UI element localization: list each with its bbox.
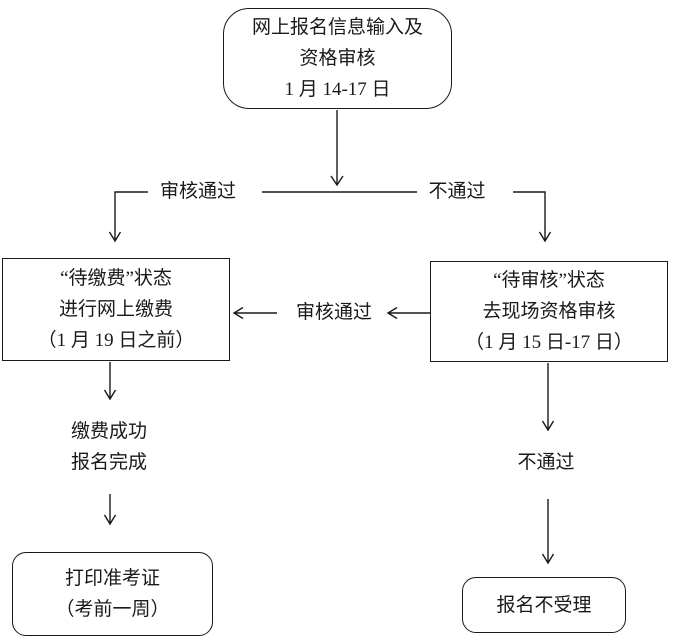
node-line: 资格审核 — [299, 48, 376, 69]
node-line: “待缴费”状态 — [60, 268, 172, 289]
edge-label-review-passed-left: 审核通过 — [159, 181, 236, 202]
node-line: “待审核”状态 — [493, 270, 605, 291]
arrow-mid-into-pay — [232, 306, 277, 320]
arrow-branch-to-review — [513, 191, 552, 243]
arrow-pay-down-2 — [103, 494, 117, 526]
node-line: 打印准考证 — [64, 568, 160, 589]
edge-label-review-passed-mid: 审核通过 — [295, 302, 372, 323]
node-pending-review: “待审核”状态 去现场资格审核 （1 月 15 日-17 日） — [430, 261, 668, 362]
node-line: 报名不受理 — [496, 594, 592, 616]
node-line: （1 月 15 日-17 日） — [465, 332, 633, 353]
node-line: （考前一周） — [55, 599, 170, 620]
arrow-start-to-branch — [330, 110, 344, 187]
arrow-review-down-1 — [541, 363, 555, 432]
edge-label-not-passed-down: 不通过 — [517, 452, 575, 473]
edge-label-line: 缴费成功 — [70, 421, 147, 442]
edge-label-payment-complete: 缴费成功 报名完成 — [56, 416, 162, 478]
arrow-review-to-mid — [386, 306, 430, 320]
arrow-pay-down-1 — [103, 362, 117, 401]
node-line: 网上报名信息输入及 — [251, 17, 423, 38]
edge-label-not-passed-right: 不通过 — [428, 181, 486, 202]
node-registration-rejected: 报名不受理 — [462, 577, 626, 633]
node-line: 去现场资格审核 — [482, 301, 616, 322]
node-online-registration: 网上报名信息输入及 资格审核 1 月 14-17 日 — [223, 8, 452, 109]
node-line: 进行网上缴费 — [58, 299, 173, 320]
node-print-admission-ticket: 打印准考证 （考前一周） — [12, 552, 213, 636]
node-pending-payment: “待缴费”状态 进行网上缴费 （1 月 19 日之前） — [2, 258, 230, 361]
arrow-review-down-2 — [541, 499, 555, 565]
node-line: （1 月 19 日之前） — [37, 330, 195, 351]
arrow-branch-to-pay — [108, 191, 148, 243]
edge-label-line: 报名完成 — [70, 452, 147, 473]
node-line: 1 月 14-17 日 — [284, 79, 391, 100]
